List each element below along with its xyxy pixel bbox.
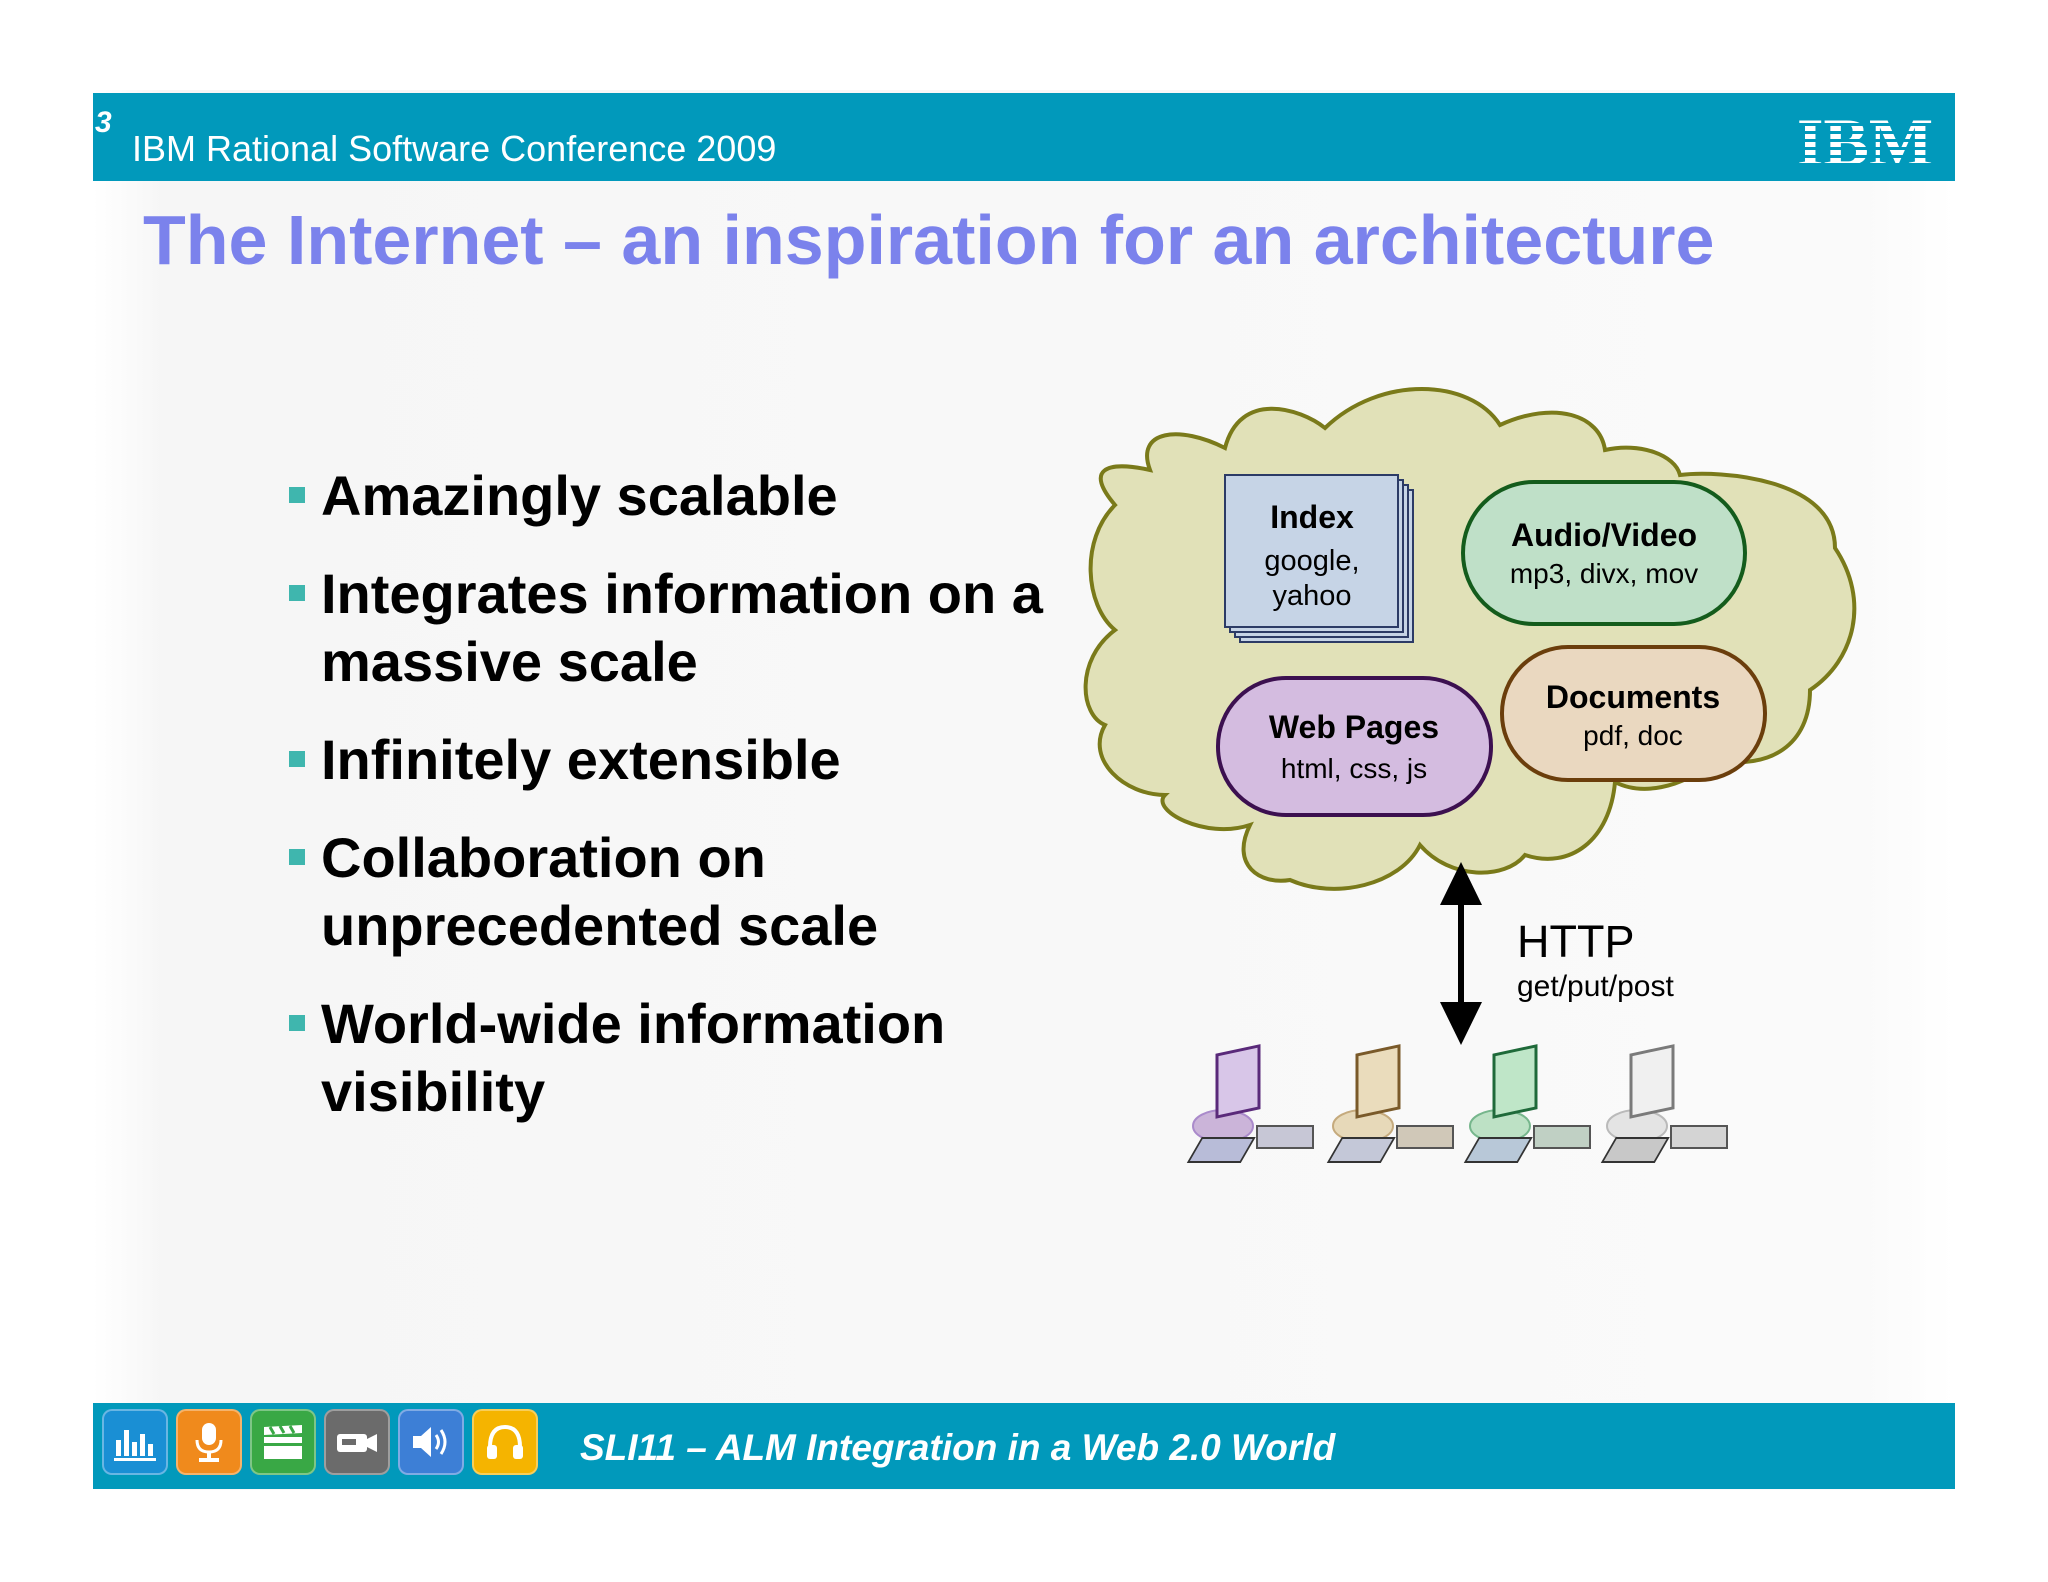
- bullet-item: Collaboration on unprecedented scale: [283, 824, 1063, 960]
- camera-icon: [324, 1409, 390, 1475]
- index-title: Index: [1270, 499, 1354, 535]
- web-pages-formats: html, css, js: [1281, 753, 1427, 784]
- documents-node: Documents pdf, doc: [1500, 645, 1767, 782]
- speaker-icon: [398, 1409, 464, 1475]
- client-computer: [1186, 1044, 1314, 1163]
- clapperboard-icon: [250, 1409, 316, 1475]
- client-computer: [1600, 1044, 1728, 1163]
- audio-video-node: Audio/Video mp3, divx, mov: [1461, 480, 1747, 626]
- client-computer: [1463, 1044, 1591, 1163]
- ibm-logo: IBM: [1797, 109, 1933, 169]
- index-engine-1: google,: [1264, 545, 1359, 577]
- bullet-marker: [289, 487, 305, 503]
- bullet-item: Amazingly scalable: [283, 462, 1063, 530]
- microphone-icon: [176, 1409, 242, 1475]
- slide-title: The Internet – an inspiration for an arc…: [143, 201, 1715, 279]
- audio-video-formats: mp3, divx, mov: [1510, 558, 1698, 589]
- bullet-marker: [289, 849, 305, 865]
- audio-video-title: Audio/Video: [1511, 517, 1697, 553]
- footer-icon-strip: [102, 1409, 546, 1475]
- session-title: SLI11 – ALM Integration in a Web 2.0 Wor…: [580, 1427, 1336, 1468]
- conference-name: IBM Rational Software Conference 2009: [132, 128, 777, 169]
- index-stack: Index google, yahoo: [1224, 474, 1414, 643]
- http-label: HTTP: [1517, 916, 1635, 967]
- bullet-marker: [289, 751, 305, 767]
- bullet-item: Integrates information on a massive scal…: [283, 560, 1063, 696]
- documents-formats: pdf, doc: [1583, 720, 1683, 751]
- client-computer: [1326, 1044, 1454, 1163]
- internet-cloud: [1083, 387, 1857, 891]
- headphones-icon: [472, 1409, 538, 1475]
- svg-text:IBM: IBM: [1797, 109, 1933, 169]
- http-methods-label: get/put/post: [1517, 970, 1674, 1003]
- web-pages-title: Web Pages: [1269, 709, 1439, 745]
- slide-number: 3: [95, 106, 112, 139]
- http-arrow: [1440, 862, 1482, 1045]
- equalizer-icon: [102, 1409, 168, 1475]
- bullet-marker: [289, 1015, 305, 1031]
- bullet-marker: [289, 585, 305, 601]
- bullet-list: Amazingly scalable Integrates informatio…: [283, 462, 1063, 1156]
- header-bar: [93, 93, 1955, 181]
- bullet-item: Infinitely extensible: [283, 726, 1063, 794]
- index-engine-2: yahoo: [1272, 580, 1351, 612]
- web-pages-node: Web Pages html, css, js: [1216, 676, 1493, 817]
- documents-title: Documents: [1546, 679, 1720, 715]
- bullet-item: World-wide information visibility: [283, 990, 1063, 1126]
